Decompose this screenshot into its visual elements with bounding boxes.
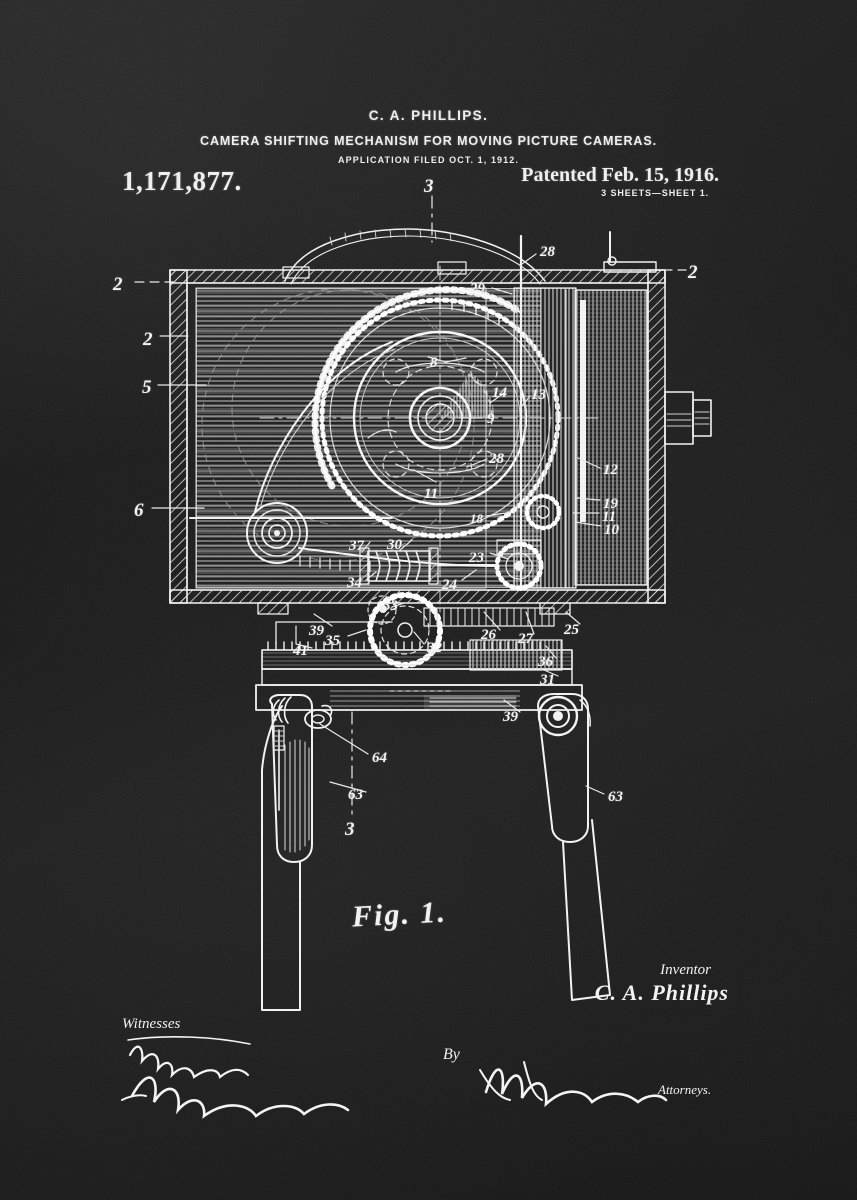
reference-numeral: 10 xyxy=(604,522,619,538)
attorneys-caption: Attorneys. xyxy=(658,1082,712,1097)
reference-numeral: 30 xyxy=(387,537,402,553)
reference-numeral: 31 xyxy=(540,672,555,688)
sheet-info: 3 SHEETS—SHEET 1. xyxy=(601,188,709,198)
inventor-signature: C. A. Phillips xyxy=(594,980,729,1005)
reference-numeral: 34 xyxy=(347,575,362,591)
reference-numeral: 18 xyxy=(470,511,483,526)
reference-numeral: 33 xyxy=(383,598,398,614)
reference-numeral: 3 xyxy=(424,176,434,197)
application-filed-line: APPLICATION FILED OCT. 1, 1912. xyxy=(338,155,519,165)
patent-date: Patented Feb. 15, 1916. xyxy=(521,164,719,186)
witnesses-caption: Witnesses xyxy=(122,1016,181,1032)
patent-title: CAMERA SHIFTING MECHANISM FOR MOVING PIC… xyxy=(200,134,657,148)
inventor-name-header: C. A. PHILLIPS. xyxy=(368,108,489,123)
reference-numeral: 28 xyxy=(489,451,504,467)
reference-numeral: 2 xyxy=(143,329,153,350)
patent-number: 1,171,877. xyxy=(122,166,242,196)
reference-numeral: 39 xyxy=(503,709,518,725)
reference-numeral: 63 xyxy=(608,789,623,805)
reference-numeral: 19 xyxy=(603,496,618,512)
reference-numeral: 23 xyxy=(469,550,484,566)
reference-numeral: 41 xyxy=(293,643,308,659)
reference-numeral: 32 xyxy=(427,640,442,656)
by-caption: By xyxy=(443,1046,460,1063)
reference-numeral: 36 xyxy=(538,654,553,670)
reference-numeral: 27 xyxy=(518,631,533,647)
figure-caption: Fig. 1. xyxy=(351,895,448,934)
reference-numeral: 26 xyxy=(481,627,496,643)
reference-numeral: 12 xyxy=(603,462,618,478)
reference-numeral: 9 xyxy=(487,411,495,427)
reference-numeral: 5 xyxy=(142,377,152,398)
reference-numeral: 64 xyxy=(372,750,387,766)
reference-numeral: 29 xyxy=(470,281,485,297)
reference-numeral: 11 xyxy=(424,486,439,502)
reference-numeral: 37 xyxy=(349,538,364,554)
reference-numeral: 35 xyxy=(325,633,340,649)
reference-numeral: 6 xyxy=(134,500,144,521)
reference-numeral: 13 xyxy=(531,387,546,403)
reference-numeral: 11 xyxy=(602,509,617,525)
reference-numeral: 39 xyxy=(309,623,324,639)
reference-numeral: 2 xyxy=(113,274,123,295)
reference-numeral: 24 xyxy=(442,577,457,593)
reference-numeral: 63 xyxy=(348,787,363,803)
reference-numeral: 14 xyxy=(492,385,507,401)
reference-numeral: 28 xyxy=(540,244,555,260)
reference-numeral: 25 xyxy=(564,622,579,638)
reference-numeral: 3 xyxy=(345,819,355,840)
reference-numeral: 8 xyxy=(430,355,438,371)
inventor-caption: Inventor xyxy=(660,962,711,978)
reference-numeral: 2 xyxy=(688,262,698,283)
